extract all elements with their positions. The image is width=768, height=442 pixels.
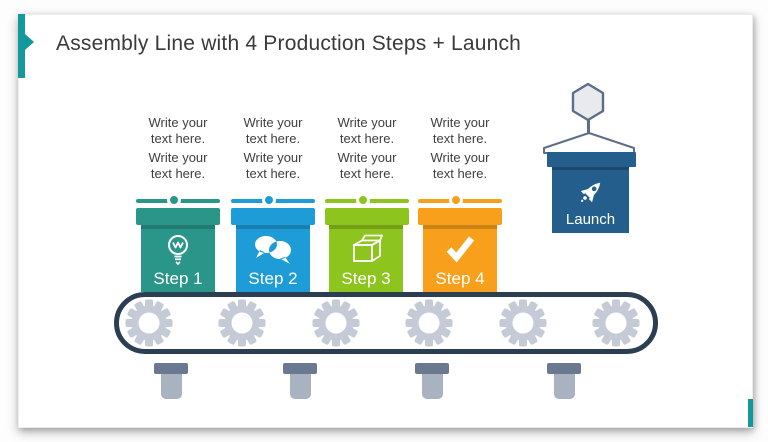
gear-icon [125,299,173,347]
step4-placeholder-text: Write your text here. Write your text he… [405,115,515,181]
text-line: Write your [337,150,397,165]
crane-link-line [587,119,590,134]
gear-icon [592,299,640,347]
step1-placeholder-text: Write your text here. Write your text he… [123,115,233,181]
leg-cap [154,363,188,374]
launch-box: Launch [552,167,629,233]
step1-group: Step 1 [136,196,220,292]
text-line: text here. [339,165,395,181]
gear-icon [312,299,360,347]
conveyor-leg [415,363,449,400]
step-lid [231,208,315,225]
step-box: Step 4 [423,225,497,292]
step-label: Step 4 [435,269,485,288]
step-rod [136,199,220,203]
step-knob [359,196,367,204]
accent-arrow-icon [25,34,34,50]
launch-lid [547,152,636,167]
rocket-icon [580,182,600,203]
text-line: Write your [148,150,208,165]
step-rod [325,199,409,203]
text-line: text here. [150,165,206,181]
step4-group: Step 4 [418,196,502,292]
step-label: Step 3 [341,269,391,288]
step-knob [452,196,460,204]
text-line: text here. [245,130,301,146]
open-box-icon [353,234,383,262]
leg-cap [547,363,581,374]
step-box: Step 2 [236,225,310,292]
leg-foot [160,374,182,399]
step-lid [136,208,220,225]
step-knob [170,196,178,204]
accent-bar [18,14,25,78]
conveyor-leg [547,363,581,400]
text-line: text here. [150,130,206,146]
step-rod [418,199,502,203]
text-line: text here. [245,165,301,181]
text-line: Write your [243,150,303,165]
text-line: text here. [432,165,488,181]
step-lid [325,208,409,225]
step3-placeholder-text: Write your text here. Write your text he… [312,115,422,181]
step-box: Step 1 [141,225,215,292]
gear-icon [218,299,266,347]
leg-cap [283,363,317,374]
gear-icon [405,299,453,347]
text-line: text here. [432,130,488,146]
text-line: text here. [339,130,395,146]
step-label: Step 1 [153,269,203,288]
leg-foot [553,374,575,399]
checkmark-icon [446,236,475,263]
step-label: Step 2 [248,269,298,288]
conveyor-leg [283,363,317,400]
step2-placeholder-text: Write your text here. Write your text he… [218,115,328,181]
step2-group: Step 2 [231,196,315,292]
text-line: Write your [148,115,208,130]
conveyor-belt [114,292,658,354]
chat-bubbles-icon [255,236,291,264]
accent-ribbon-top-left [18,14,34,78]
text-line: Write your [337,115,397,130]
step3-group: Step 3 [325,196,409,292]
text-line: Write your [430,150,490,165]
leg-foot [289,374,311,399]
step-knob [265,196,273,204]
accent-bar-bottom-right [748,399,753,427]
leg-foot [421,374,443,399]
slide-card: Assembly Line with 4 Production Steps + … [18,14,753,428]
text-line: Write your [430,115,490,130]
crane-hook-hexagon-icon [571,82,605,122]
step-lid [418,208,502,225]
launch-label: Launch [565,211,616,228]
gear-icon [499,299,547,347]
step-rod [231,199,315,203]
text-line: Write your [243,115,303,130]
leg-cap [415,363,449,374]
step-box: Step 3 [329,225,403,292]
slide-title: Assembly Line with 4 Production Steps + … [56,32,522,55]
conveyor-leg [154,363,188,400]
lightbulb-icon [168,235,188,266]
